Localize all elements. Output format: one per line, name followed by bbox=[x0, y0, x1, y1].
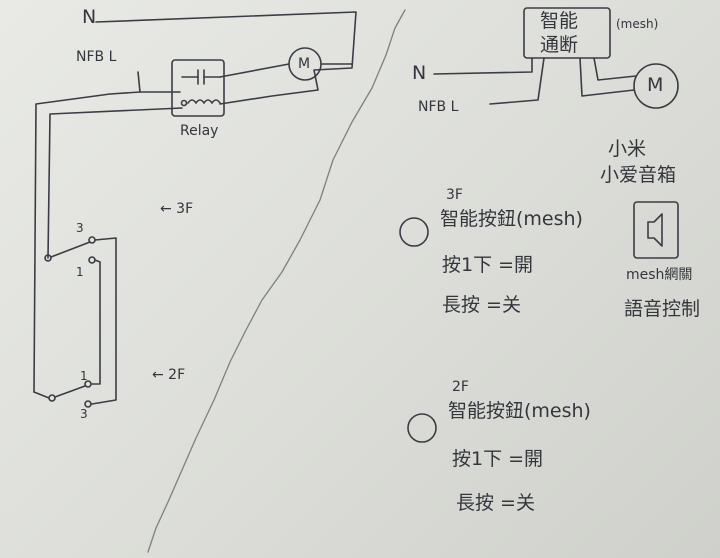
speaker-icon bbox=[647, 213, 663, 247]
left-3f-label: ← 3F bbox=[160, 201, 194, 217]
right-motor-wire bbox=[579, 57, 635, 97]
left-neutral-label: N bbox=[82, 6, 97, 28]
switch3-terminal-label: 1 bbox=[76, 265, 84, 279]
right-motor-wire bbox=[593, 57, 637, 81]
right-neutral-wire bbox=[433, 57, 533, 75]
speaker-body bbox=[633, 201, 679, 259]
switch3-terminal bbox=[88, 256, 96, 264]
right-motor-label: M bbox=[647, 74, 664, 96]
relay-coil bbox=[187, 99, 221, 104]
left-motor-label: M bbox=[298, 56, 311, 72]
btn2-floor: 2F bbox=[452, 379, 469, 395]
btn2-hold: 長按 =关 bbox=[456, 492, 535, 514]
btn3-title: 智能按鈕(mesh) bbox=[440, 208, 583, 230]
switch2-terminal-label: 1 bbox=[80, 369, 88, 383]
right-nfb-label: NFB L bbox=[418, 99, 459, 115]
switch2-terminal bbox=[84, 400, 92, 408]
switch2-return bbox=[33, 391, 50, 399]
speaker-line1: 小米 bbox=[608, 138, 647, 160]
left-nfb-label: NFB L bbox=[76, 49, 117, 65]
torn-edge bbox=[147, 9, 406, 553]
right-neutral-label: N bbox=[412, 62, 427, 84]
left-motor-wire bbox=[219, 63, 290, 78]
btn3-floor: 3F bbox=[446, 187, 463, 203]
speaker-note2: 語音控制 bbox=[624, 298, 701, 320]
traveler-wire bbox=[91, 259, 101, 385]
relay-coil-terminal bbox=[180, 99, 188, 107]
btn2-title: 智能按鈕(mesh) bbox=[448, 400, 591, 422]
smart-box-line1: 智能 bbox=[540, 10, 579, 32]
switch2-terminal bbox=[84, 380, 92, 388]
btn3-circle bbox=[399, 217, 429, 247]
left-control-wire bbox=[47, 107, 183, 259]
right-motor bbox=[633, 63, 679, 109]
switch2-pivot bbox=[48, 394, 56, 402]
switch3-pivot bbox=[44, 254, 52, 262]
smart-box-line2: 通断 bbox=[540, 34, 579, 56]
relay-label: Relay bbox=[180, 123, 219, 139]
smart-switch-box bbox=[523, 7, 611, 59]
traveler-wire bbox=[91, 237, 117, 405]
speaker-note1: mesh網關 bbox=[626, 267, 693, 283]
left-live-wire bbox=[33, 71, 141, 393]
speaker-line2: 小爱音箱 bbox=[600, 164, 677, 186]
relay-block bbox=[171, 59, 225, 117]
left-neutral-wire bbox=[95, 11, 357, 105]
switch3-terminal-label: 3 bbox=[76, 221, 84, 235]
mesh-tag: (mesh) bbox=[616, 17, 659, 31]
btn2-circle bbox=[407, 413, 437, 443]
btn2-press: 按1下 =開 bbox=[452, 448, 544, 470]
right-live-wire bbox=[489, 57, 545, 105]
btn3-hold: 長按 =关 bbox=[442, 294, 521, 316]
btn3-press: 按1下 =開 bbox=[442, 254, 534, 276]
switch2-terminal-label: 3 bbox=[80, 407, 88, 421]
switch3-lever bbox=[50, 241, 91, 258]
left-2f-label: ← 2F bbox=[152, 367, 186, 383]
switch2-lever bbox=[54, 385, 86, 398]
